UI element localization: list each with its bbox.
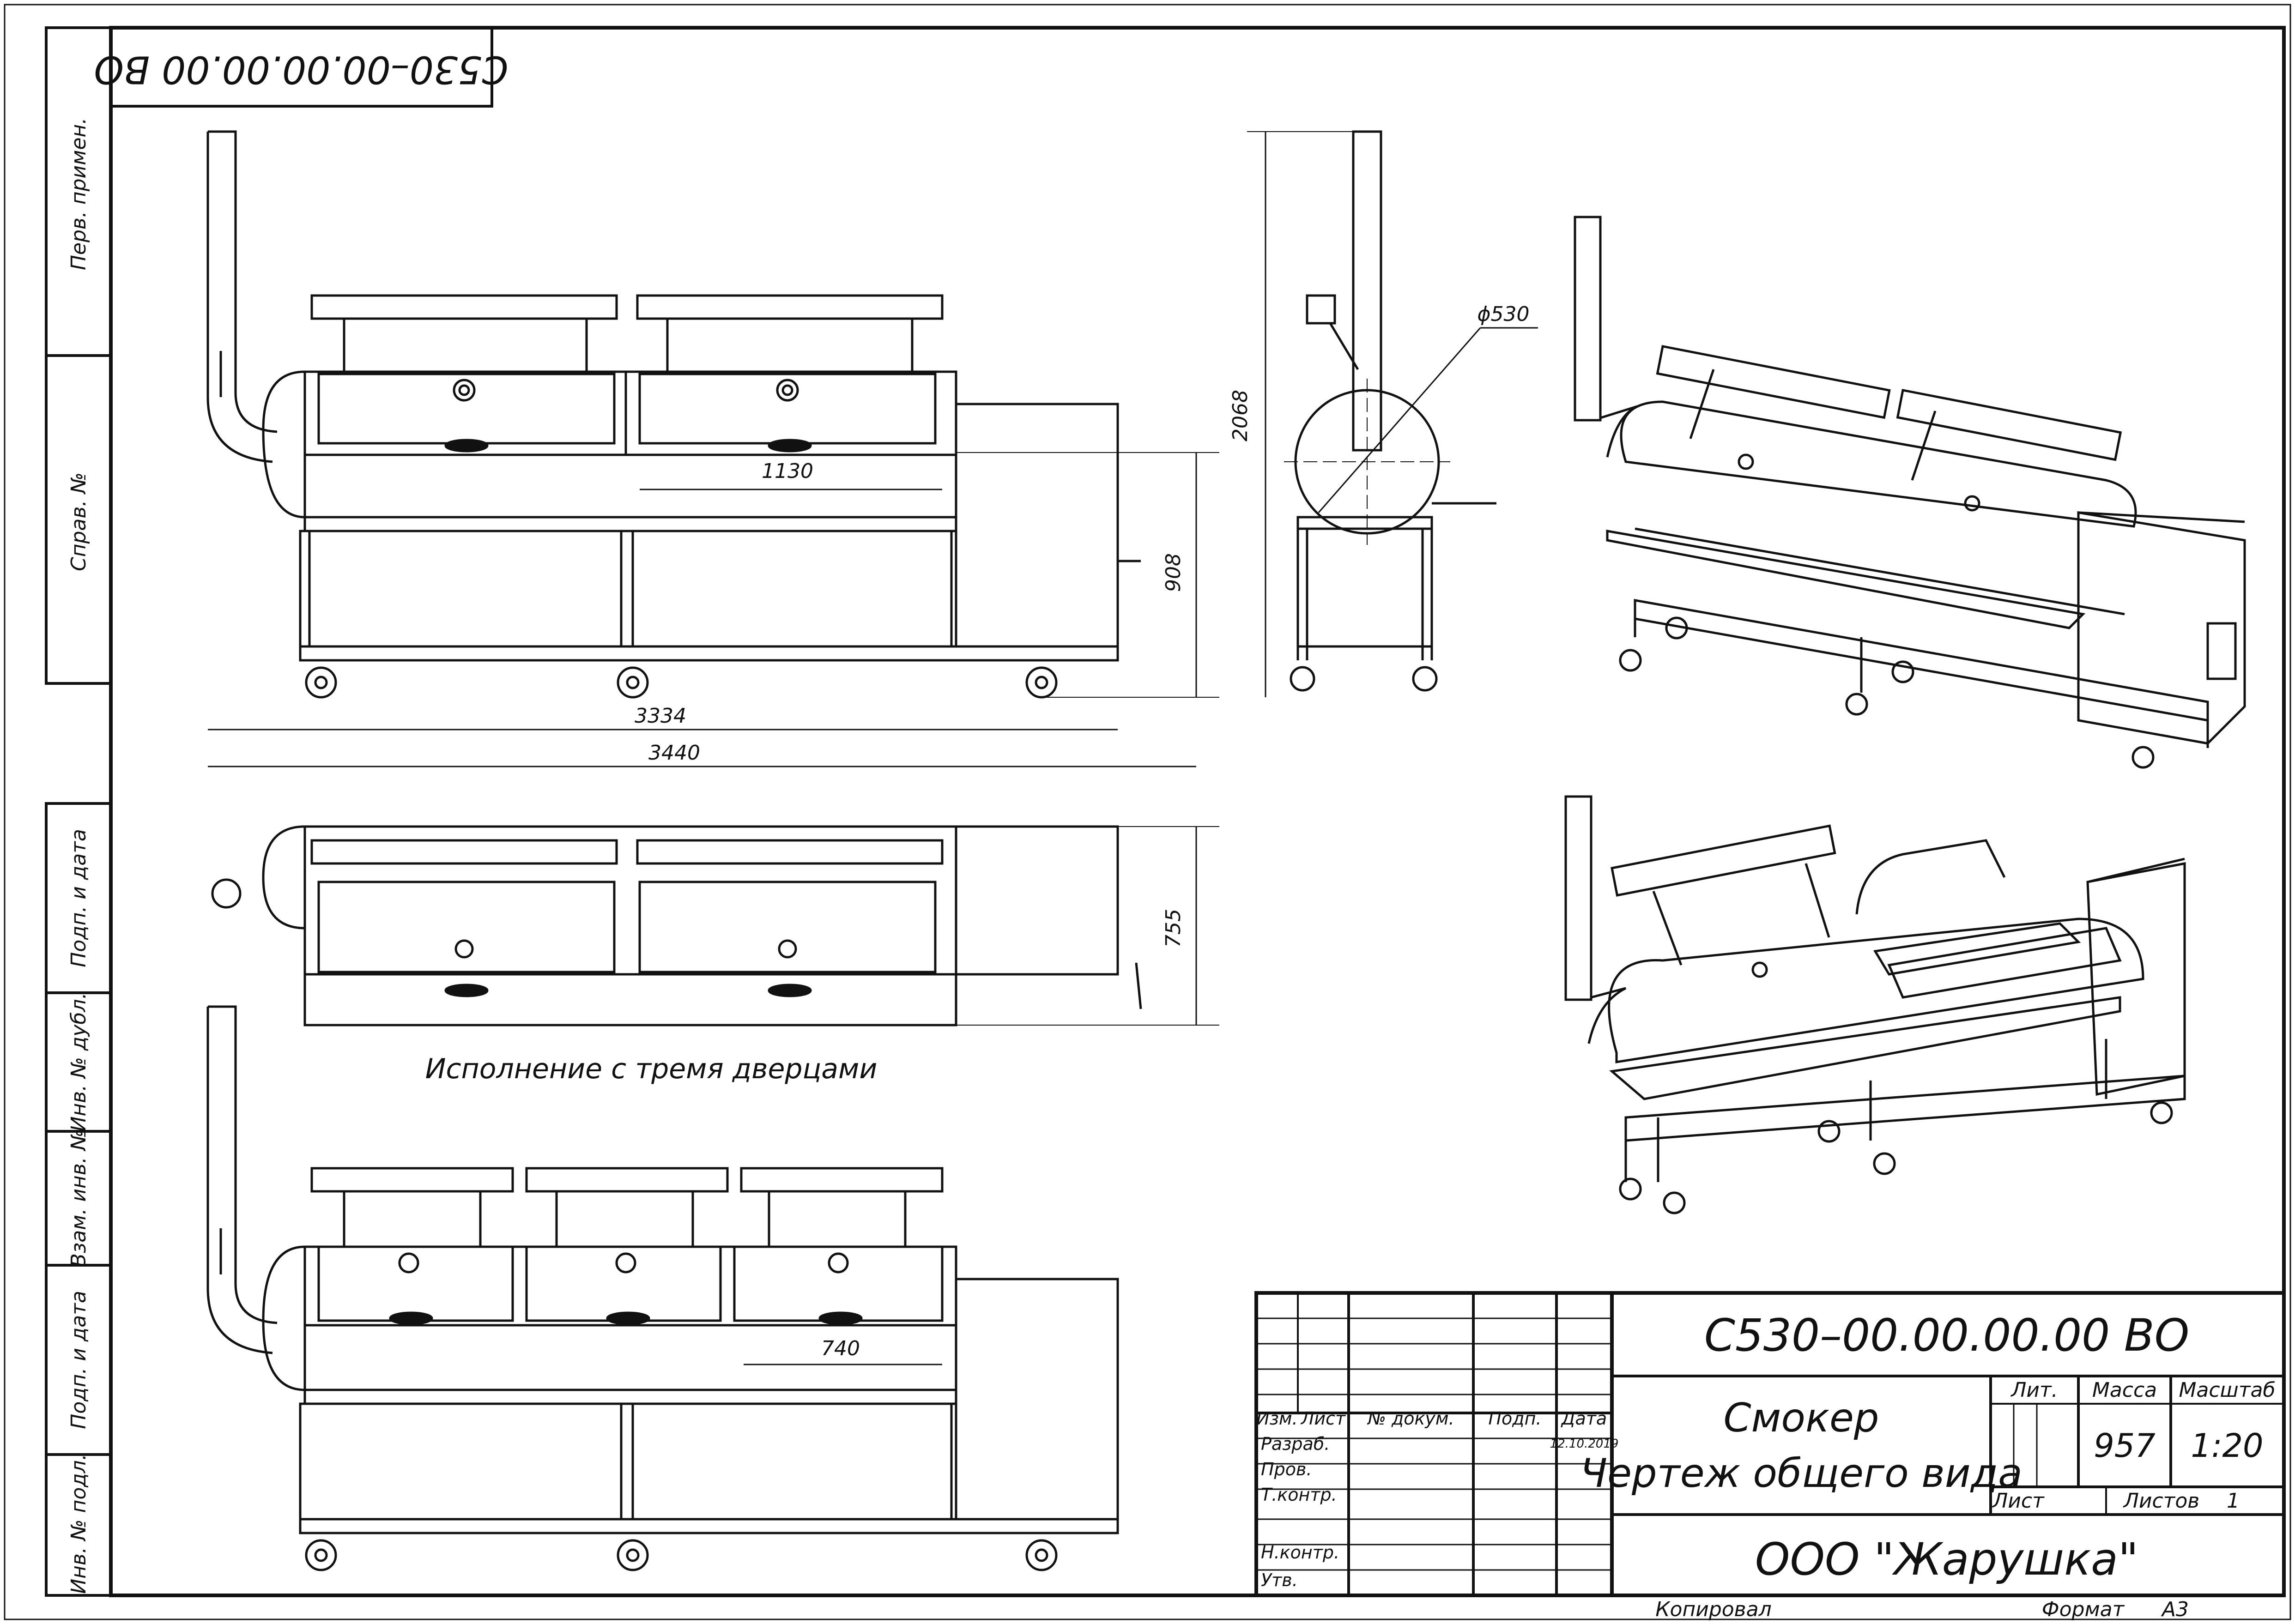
dim-755: 755 <box>1162 909 1185 948</box>
tb-name-line1: Смокер <box>1724 1395 1879 1441</box>
tb-role-utv: Утв. <box>1261 1570 1298 1590</box>
strip-inv-dubl: Инв. № дубл. <box>67 992 91 1131</box>
left-strip-labels: Перв. примен. Справ. № Подп. и дата Инв.… <box>67 118 91 1594</box>
isometric-view-closed <box>1574 216 2246 769</box>
dim-740: 740 <box>821 1337 860 1360</box>
variant-caption: Исполнение с тремя дверцами <box>425 1053 878 1085</box>
dim-3334: 3334 <box>635 704 686 728</box>
side-view <box>1247 130 1538 697</box>
tb-header-podp: Подп. <box>1488 1408 1541 1429</box>
tb-date-value: 12.10.2019 <box>1550 1437 1619 1451</box>
dim-diameter: ϕ530 <box>1477 302 1529 326</box>
footer-format-label: Формат <box>2042 1598 2125 1621</box>
front-view <box>206 130 1219 767</box>
strip-sprav-no: Справ. № <box>67 472 91 571</box>
dim-3440: 3440 <box>648 741 700 765</box>
strip-podp-data-1: Подп. и дата <box>67 829 91 967</box>
tb-header-list: Лист <box>1300 1408 1346 1429</box>
rotated-designation-box: С530–00.00.00.00 ВО <box>94 26 509 108</box>
dim-2068: 2068 <box>1229 390 1252 441</box>
rotated-designation: С530–00.00.00.00 ВО <box>94 48 508 91</box>
tb-scale-label: Масштаб <box>2179 1378 2275 1402</box>
tb-role-prov: Пров. <box>1261 1459 1312 1479</box>
tb-company: ООО "Жарушка" <box>1755 1533 2138 1585</box>
tb-sheets-label: Листов <box>2123 1489 2199 1513</box>
title-block-text: С530–00.00.00.00 ВО Смокер Чертеж общего… <box>1256 1310 2275 1590</box>
tb-header-izm: Изм. <box>1256 1408 1297 1429</box>
three-door-view <box>206 1005 1119 1571</box>
tb-sheets-value: 1 <box>2227 1489 2240 1513</box>
footer-format-value: А3 <box>2161 1598 2189 1621</box>
tb-role-razrab: Разраб. <box>1261 1434 1330 1454</box>
tb-lit-label: Лит. <box>2010 1378 2058 1402</box>
footer-copied: Копировал <box>1655 1598 1771 1621</box>
strip-vzam-inv: Взам. инв. № <box>67 1129 91 1268</box>
left-strip <box>45 26 112 1597</box>
title-block-grid <box>1254 1291 2286 1597</box>
strip-perv-primen: Перв. примен. <box>67 118 91 270</box>
tb-mass-value: 957 <box>2094 1427 2156 1465</box>
tb-scale-value: 1:20 <box>2191 1427 2263 1465</box>
isometric-view-open <box>1564 795 2186 1214</box>
strip-podp-data-2: Подп. и дата <box>67 1291 91 1429</box>
tb-designation: С530–00.00.00.00 ВО <box>1704 1310 2189 1361</box>
tb-header-dokum: № докум. <box>1367 1408 1454 1429</box>
tb-sheet-label: Лист <box>1992 1489 2045 1513</box>
tb-role-tkontr: Т.контр. <box>1261 1485 1337 1505</box>
top-view <box>211 825 1219 1026</box>
strip-inv-podl: Инв. № подл. <box>67 1454 91 1594</box>
tb-role-nkontr: Н.контр. <box>1261 1542 1339 1563</box>
dim-1130: 1130 <box>762 459 813 483</box>
tb-name-line2: Чертеж общего вида <box>1580 1450 2023 1497</box>
dim-908: 908 <box>1162 553 1185 592</box>
tb-header-data: Дата <box>1561 1408 1607 1429</box>
tb-mass-label: Масса <box>2092 1378 2157 1402</box>
